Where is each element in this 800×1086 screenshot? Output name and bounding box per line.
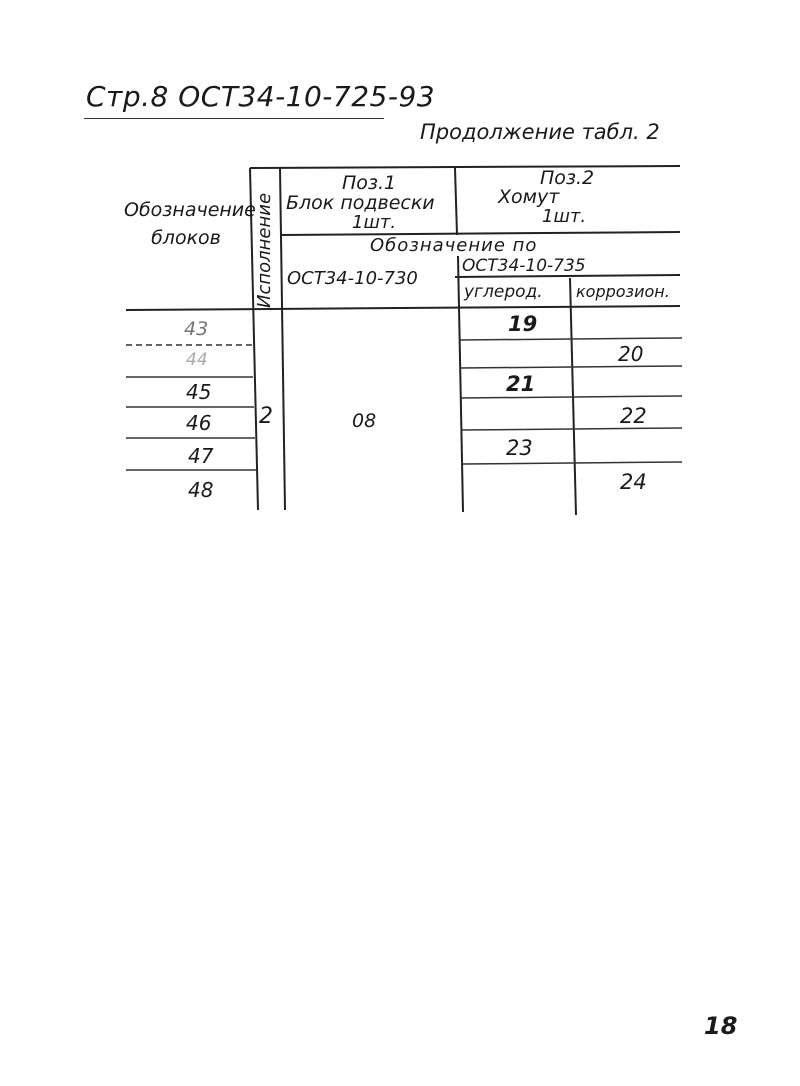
pos1-title: Поз.1 <box>342 172 397 194</box>
pos1-value: 08 <box>352 410 377 432</box>
col-block-designation: Обозначение блоков <box>124 199 256 249</box>
table-caption: Продолжение табл. 2 <box>420 120 660 144</box>
carbon-value: 19 <box>508 312 538 336</box>
table-row-block: 44 <box>186 350 208 370</box>
sub-carbon: углерод. <box>464 282 543 302</box>
table-row-block: 43 <box>184 318 209 340</box>
carbon-value: 23 <box>506 436 533 460</box>
page-header: Стр.8 ОСТ34-10-725-93 <box>86 80 436 113</box>
corrosion-value: 24 <box>620 470 647 494</box>
page-number: 18 <box>704 1012 738 1040</box>
sub-corrosion: коррозион. <box>576 282 670 301</box>
pos2-title: Поз.2 <box>540 167 595 189</box>
header-underline <box>84 118 384 119</box>
corrosion-value: 20 <box>618 342 644 366</box>
pos2-standard: ОСТ34-10-735 <box>462 256 586 276</box>
corrosion-value: 22 <box>620 404 647 428</box>
pos1-qty: 1шт. <box>352 212 397 233</box>
pos2-name: Хомут <box>498 186 560 208</box>
carbon-value: 21 <box>506 372 536 396</box>
variant-value: 2 <box>259 404 273 429</box>
pos2-qty: 1шт. <box>542 206 587 227</box>
table-row-block: 45 <box>186 380 212 404</box>
col-variant: Исполнение <box>254 192 275 308</box>
designation-label: Обозначение по <box>370 235 538 256</box>
table-row-block: 48 <box>188 478 214 502</box>
pos1-name: Блок подвески <box>286 192 435 214</box>
table-row-block: 47 <box>188 444 214 468</box>
table-row-block: 46 <box>186 411 212 435</box>
pos1-standard: ОСТ34-10-730 <box>287 268 418 289</box>
